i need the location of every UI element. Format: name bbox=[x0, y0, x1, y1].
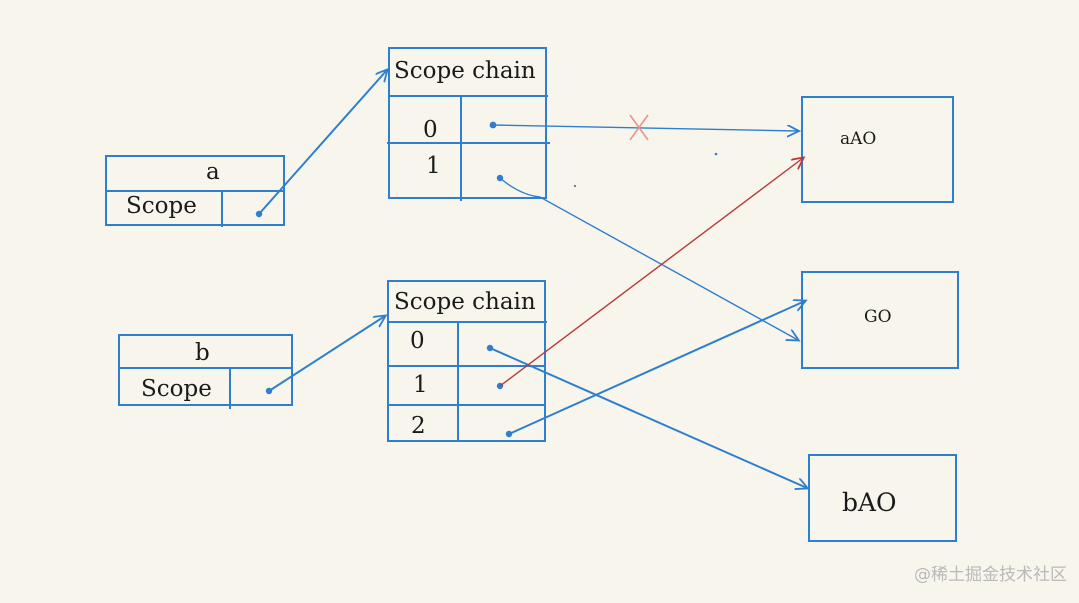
scope-chain-a-table bbox=[387, 47, 550, 201]
arrow-b-scope-to-chain bbox=[268, 316, 385, 392]
object-a-name: a bbox=[206, 159, 220, 185]
watermark: @稀土掘金技术社区 bbox=[914, 565, 1067, 585]
scope-chain-a-row-0-index: 0 bbox=[423, 117, 438, 143]
scope-chain-a-row-1-index: 1 bbox=[426, 153, 441, 179]
object-b-scope-label: Scope bbox=[141, 376, 212, 402]
aAO-label: aAO bbox=[840, 129, 877, 149]
stray-dot bbox=[574, 185, 576, 187]
object-a-scope-label: Scope bbox=[126, 193, 197, 219]
arrow-chain-a-1-to-GO bbox=[499, 177, 798, 340]
stray-dot bbox=[714, 152, 718, 156]
scope-chain-a-title: Scope chain bbox=[394, 58, 536, 84]
GO-box bbox=[801, 271, 959, 369]
scope-chain-b-row-0-index: 0 bbox=[410, 328, 425, 354]
bAO-label: bAO bbox=[842, 488, 897, 517]
broken-link-cross-icon bbox=[629, 114, 649, 141]
scope-chain-b-table bbox=[387, 280, 547, 442]
arrow-chain-b-1-to-aAO bbox=[499, 158, 803, 387]
arrow-a-scope-to-chain bbox=[258, 70, 387, 215]
GO-label: GO bbox=[864, 307, 892, 327]
object-b-name: b bbox=[195, 340, 210, 366]
arrow-chain-b-2-to-GO bbox=[508, 301, 805, 435]
arrow-chain-b-0-to-bAO bbox=[489, 347, 807, 488]
arrow-chain-a-0-to-aAO bbox=[492, 124, 798, 131]
aAO-box bbox=[801, 96, 954, 203]
bAO-box bbox=[808, 454, 957, 542]
object-b-box bbox=[118, 334, 293, 409]
scope-chain-b-row-1-index: 1 bbox=[413, 372, 428, 398]
scope-chain-b-row-2-index: 2 bbox=[411, 413, 426, 439]
object-a-box bbox=[105, 155, 285, 227]
scope-chain-b-title: Scope chain bbox=[394, 289, 536, 315]
